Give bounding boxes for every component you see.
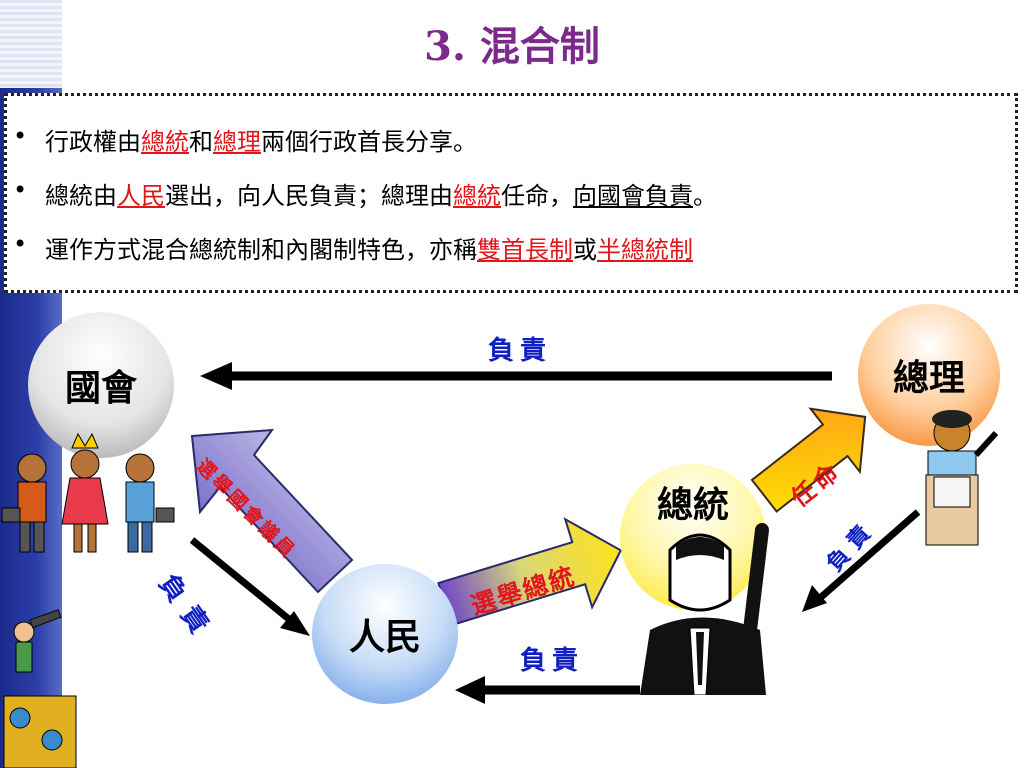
text-run: 。 [693, 182, 717, 210]
text-run: 運作方式混合總統制和內閣制特色，亦稱 [45, 236, 477, 264]
text-run: 選出，向人民負責；總理由 [165, 182, 453, 210]
arrow-elect-parliament [190, 428, 354, 594]
highlight-term: 總統 [141, 128, 189, 156]
highlight-term: 總理 [213, 128, 261, 156]
text-run: 行政權由 [45, 128, 141, 156]
bullet-dot: • [13, 176, 28, 204]
bullet-text: 總統由人民選出，向人民負責；總理由總統任命，向國會負責。 [45, 176, 717, 211]
node-label: 總理 [892, 358, 965, 399]
bullet-text-box: • 行政權由總統和總理兩個行政首長分享。 • 總統由人民選出，向人民負責；總理由… [4, 93, 1018, 293]
text-run: 總統由 [45, 182, 117, 210]
arrow-elect-president [437, 517, 623, 627]
arrow-premier-to-parliament [200, 362, 832, 390]
slide-title: 3. 混合制 [424, 23, 600, 70]
highlight-term: 人民 [117, 182, 165, 210]
text-run: 和 [189, 128, 213, 156]
underlined-phrase: 向國會負責 [573, 182, 693, 210]
label-president-to-people: 負責 [520, 646, 585, 676]
arrow-appoint-premier [750, 407, 867, 513]
arrow-premier-to-president [802, 509, 921, 612]
text-run: 兩個行政首長分享。 [261, 128, 477, 156]
arrow-president-to-people [455, 676, 640, 704]
highlight-term: 總統 [453, 182, 501, 210]
bullet-text: 行政權由總統和總理兩個行政首長分享。 [45, 122, 477, 157]
highlight-term: 雙首長制 [477, 236, 573, 264]
sidebar-top-stripes [0, 0, 62, 88]
node-premier: 總理 [858, 304, 1000, 446]
telescope-figure-icon [3, 609, 77, 768]
bullet-text: 運作方式混合總統制和內閣制特色，亦稱雙首長制或半總統制 [45, 230, 693, 265]
label-premier-to-parliament: 負責 [488, 336, 553, 366]
premier-figure-icon [925, 410, 999, 546]
node-label: 國會 [64, 368, 137, 409]
president-figure-icon [640, 523, 769, 695]
text-run: 或 [573, 236, 597, 264]
bullet-dot: • [13, 230, 28, 258]
node-parliament: 國會 [28, 312, 174, 458]
parliament-group-icon [1, 432, 175, 553]
node-label: 人民 [348, 617, 421, 658]
node-label: 總統 [656, 485, 729, 526]
node-people: 人民 [312, 564, 458, 704]
highlight-term: 半總統制 [597, 236, 693, 264]
bullet-dot: • [13, 122, 28, 150]
arrow-parliament-to-people [189, 537, 310, 636]
text-run: 任命， [501, 182, 573, 210]
